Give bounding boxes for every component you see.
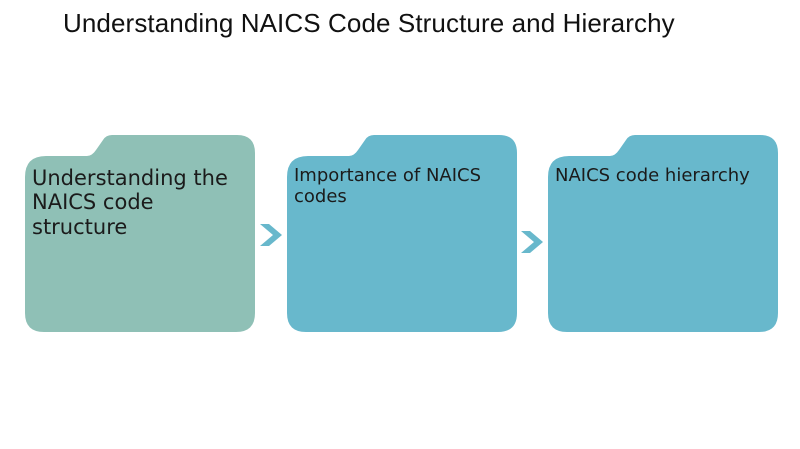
slide-title: Understanding NAICS Code Structure and H…	[63, 8, 675, 38]
step-card-1: 01 Understanding the NAICS code structur…	[24, 127, 255, 333]
step-label: Understanding the NAICS code structure	[32, 166, 228, 239]
folder-shape	[287, 135, 517, 332]
step-label: NAICS code hierarchy	[555, 165, 750, 186]
step-label: Importance of NAICS codes	[294, 165, 482, 207]
step-card-3: 03 NAICS code hierarchy	[547, 127, 778, 333]
step-number: 01	[54, 127, 88, 158]
chevron-right-icon	[260, 224, 282, 246]
chevron-right-icon	[521, 231, 543, 253]
folder-shape	[548, 135, 778, 332]
step-card-2: 02 Importance of NAICS codes	[286, 127, 517, 333]
folder-shape	[25, 135, 255, 332]
step-number: 03	[578, 127, 612, 158]
step-number: 02	[311, 127, 345, 158]
